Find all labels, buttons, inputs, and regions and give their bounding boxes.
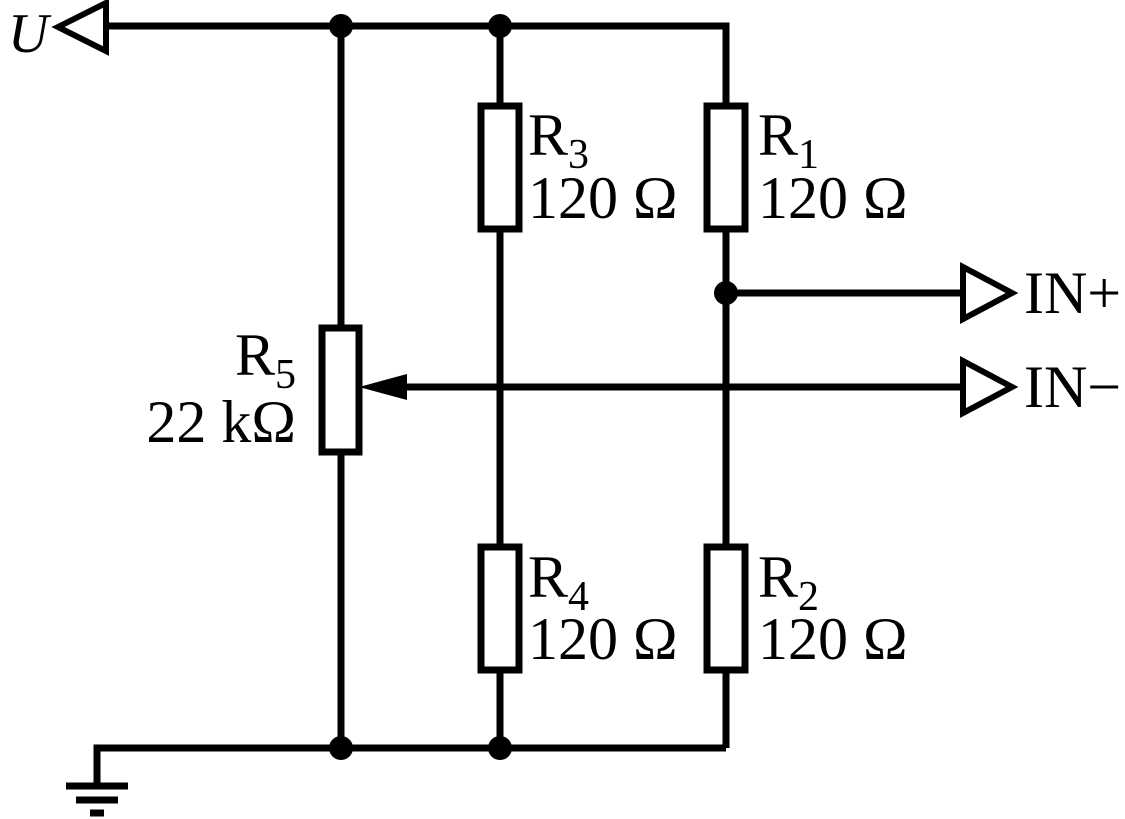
junction-dot-group xyxy=(329,14,738,760)
junction-dot-top-mid xyxy=(488,14,512,38)
resistor-body-r4 xyxy=(477,543,523,674)
resistor-value-r5: 22 kΩ xyxy=(146,389,296,455)
resistor-value-r3: 120 Ω xyxy=(528,165,678,231)
wire-group xyxy=(93,22,963,786)
resistor-label-r1: R1 xyxy=(758,102,819,178)
supply-terminal-arrow-icon xyxy=(51,0,109,56)
resistor-value-r4: 120 Ω xyxy=(528,606,678,672)
terminal-label-in-minus: IN− xyxy=(1024,354,1121,420)
resistor-value-r1: 120 Ω xyxy=(758,165,908,231)
ground-icon xyxy=(66,782,128,817)
in-plus-terminal-arrow-icon xyxy=(960,262,1019,324)
terminal-label-in-plus: IN+ xyxy=(1024,260,1121,326)
wire-bottom-rail xyxy=(93,744,726,786)
resistor-label-r5: R5 xyxy=(235,322,296,398)
resistor-label-r2: R2 xyxy=(758,544,819,620)
resistor-body-r2 xyxy=(703,543,749,674)
resistor-body-r3 xyxy=(477,102,523,233)
resistor-body-r1 xyxy=(703,102,749,233)
resistor-body-group xyxy=(318,102,749,674)
resistor-value-r2: 120 Ω xyxy=(758,606,908,672)
potentiometer-body-r5 xyxy=(318,324,363,456)
resistor-label-r4: R4 xyxy=(528,544,589,620)
resistor-label-r3: R3 xyxy=(528,102,589,178)
junction-dot-bottom-left xyxy=(329,736,353,760)
junction-dot-bottom-mid xyxy=(488,736,512,760)
wire-top-rail xyxy=(103,22,730,106)
junction-dot-top-left xyxy=(329,14,353,38)
junction-dot-in-plus xyxy=(714,281,738,305)
in-minus-terminal-arrow-icon xyxy=(960,356,1019,418)
terminal-arrow-group xyxy=(51,0,1019,418)
supply-label: U xyxy=(8,3,52,65)
potentiometer-wiper-arrow-icon xyxy=(359,374,407,400)
